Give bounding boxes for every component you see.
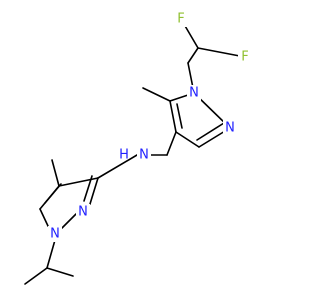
bond-n2-n1-lower	[61, 213, 77, 229]
bond-cf-right	[197, 47, 246, 58]
nitrogen-label-upper-n2: N	[225, 121, 235, 136]
fluorine-label-right: F	[241, 50, 248, 65]
atom-N1-upper: N	[187, 85, 201, 101]
atom-F-top: F	[174, 11, 188, 27]
bond-n2-c3-upper-double	[196, 122, 225, 141]
bond-isopropyl-methyl-left	[24, 267, 48, 285]
bond-c5-methyl-upper	[142, 87, 171, 102]
fluorine-label-top: F	[177, 12, 184, 27]
nitrogen-label-upper-n1: N	[189, 86, 199, 101]
atom-label-layer: F F N N N H N N	[48, 11, 252, 242]
atom-F-right: F	[238, 49, 252, 65]
bond-c4-c5-upper	[169, 100, 177, 133]
hydrogen-label-amine: H	[119, 148, 129, 163]
atom-N-amine: N H	[119, 147, 151, 163]
bond-c5-c4-lower-double	[44, 183, 62, 204]
bond-c4-methyl-lower	[51, 159, 60, 187]
bond-isopropyl-methyl-right	[46, 267, 74, 277]
bond-c3-c4-upper	[175, 131, 200, 148]
bond-n1-ch-isopropyl	[46, 239, 56, 269]
bond-c4-ch2-linker	[166, 131, 177, 156]
atom-N2-upper: N	[223, 120, 237, 136]
atom-N2-lower: N	[76, 204, 90, 220]
bond-ch2-chf2	[187, 47, 199, 64]
bond-layer	[24, 18, 246, 285]
bond-c4-c3-lower	[58, 177, 99, 187]
atom-N1-lower: N	[48, 226, 62, 242]
molecule-structure: F F N N N H N N	[24, 11, 252, 285]
nitrogen-label-lower-n1: N	[50, 227, 60, 242]
bond-n1-c5-lower	[39, 208, 49, 227]
nitrogen-label-amine: N	[139, 148, 149, 163]
bond-nh-c3-lower	[97, 154, 138, 179]
bond-c4-c5-upper-double	[176, 103, 183, 129]
nitrogen-label-lower-n2: N	[78, 205, 88, 220]
bond-c3-n2-lower	[89, 177, 99, 205]
